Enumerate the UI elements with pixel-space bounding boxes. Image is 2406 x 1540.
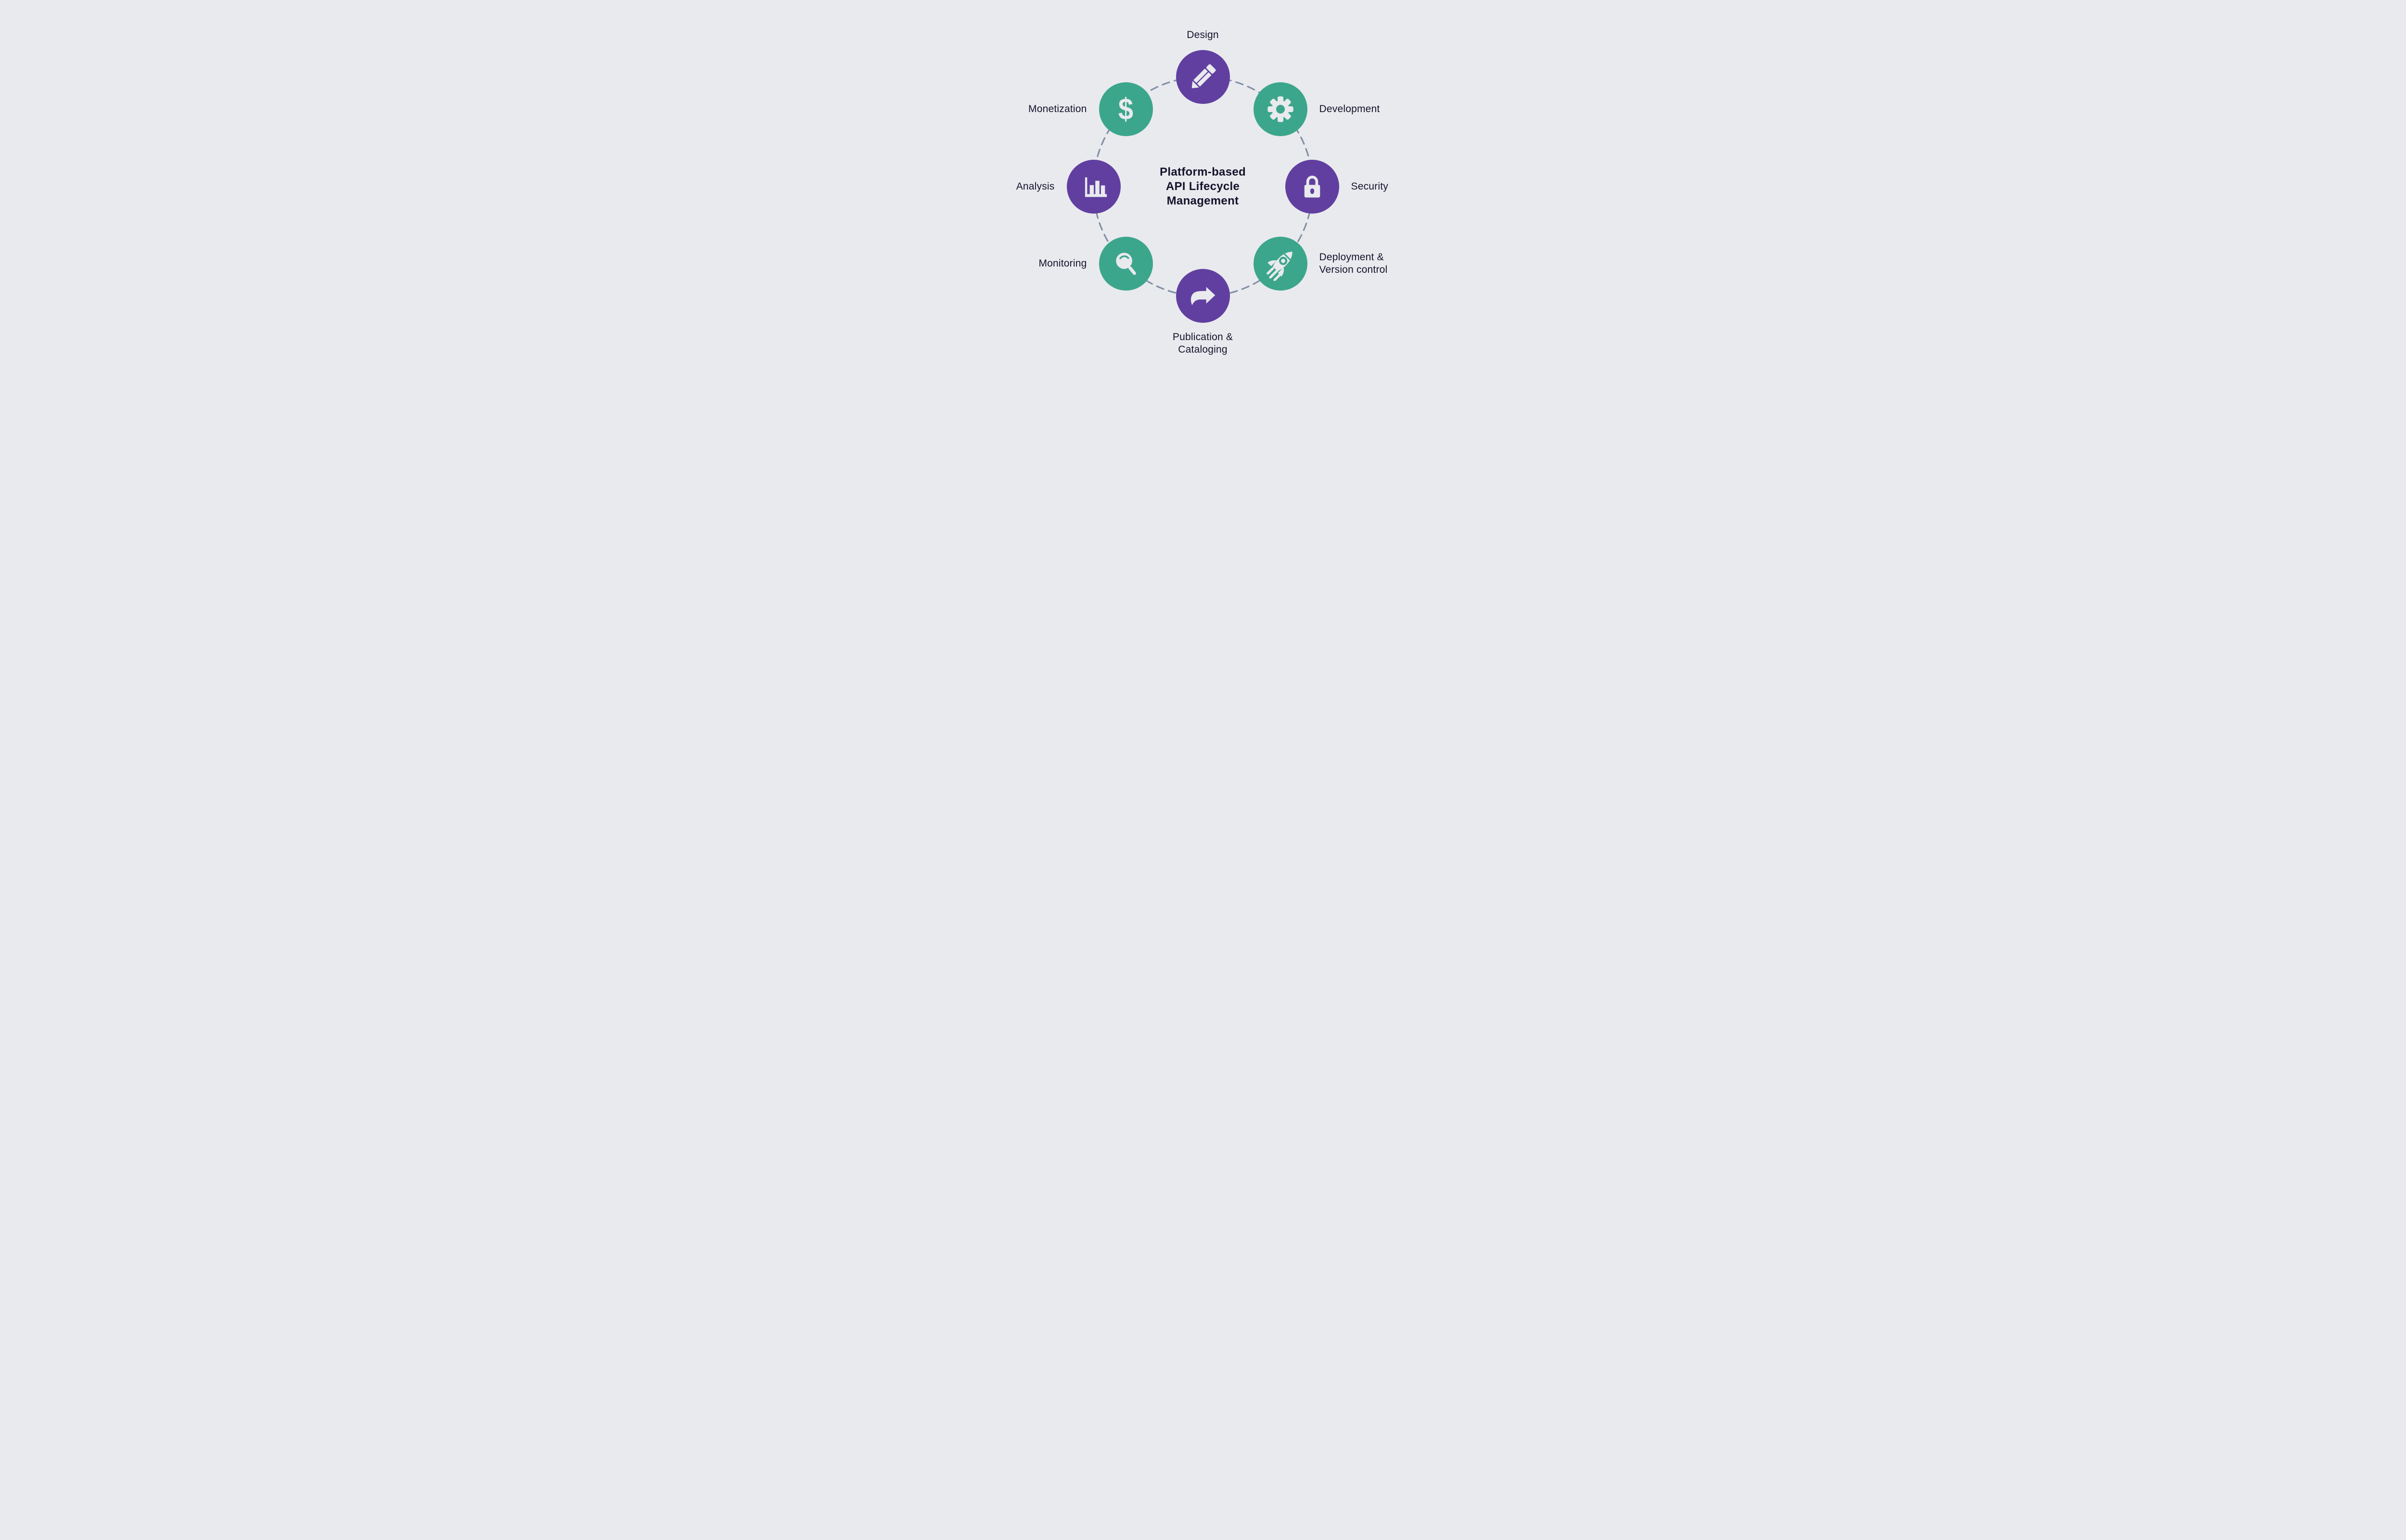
node-development [1253,82,1307,136]
magnifier-icon [1115,253,1136,275]
pencil-icon [1191,64,1216,89]
node-security [1285,160,1339,214]
label-deployment-line-1: Deployment & [1319,252,1384,263]
node-monitoring [1099,237,1153,291]
label-deployment-line-2: Version control [1319,264,1388,275]
label-development: Development [1319,103,1380,115]
title-line-3: Management [1166,194,1239,207]
gear-icon [1267,96,1293,122]
page-title: Platform-based API Lifecycle Management [1160,165,1246,208]
lock-icon [1304,176,1320,198]
node-publication [1176,269,1230,323]
label-monetization: Monetization [1028,103,1087,115]
label-security: Security [1351,181,1388,192]
node-deployment [1253,237,1307,291]
node-analysis [1066,160,1121,214]
share-arrow-icon [1190,287,1215,305]
label-analysis: Analysis [1016,181,1055,192]
label-publication: Publication & Cataloging [1173,331,1233,356]
label-monitoring: Monitoring [1038,258,1087,269]
node-monetization: $ [1099,82,1153,136]
bar-chart-icon [1085,177,1107,197]
dollar-icon: $ [1118,92,1134,126]
label-publication-line-1: Publication & [1172,331,1233,343]
node-design [1176,50,1230,104]
label-deployment: Deployment & Version control [1319,251,1388,276]
api-lifecycle-diagram: Platform-based API Lifecycle Management … [860,0,1546,385]
title-line-2: API Lifecycle [1165,180,1240,193]
rocket-icon [1266,252,1293,281]
title-line-1: Platform-based [1160,165,1246,178]
label-design: Design [1187,29,1219,40]
label-publication-line-2: Cataloging [1178,344,1228,355]
